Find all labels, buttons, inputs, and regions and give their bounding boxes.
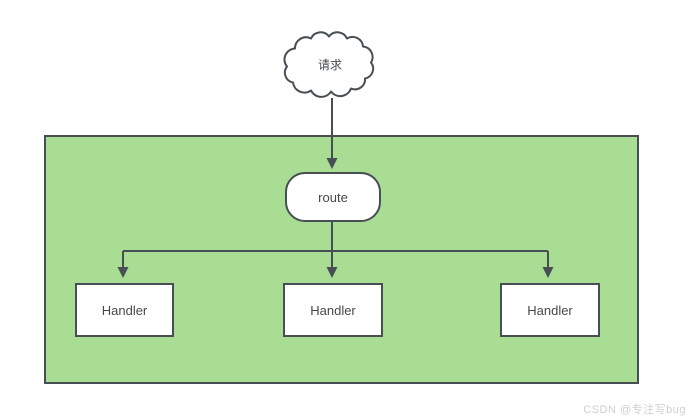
- handler-label: Handler: [527, 302, 573, 318]
- handler-node-1: Handler: [75, 283, 174, 337]
- handler-label: Handler: [310, 302, 356, 318]
- cloud-node-request: 请求: [281, 28, 379, 100]
- handler-label: Handler: [101, 302, 148, 318]
- cloud-label: 请求: [317, 57, 342, 72]
- route-node: route: [285, 172, 381, 222]
- cloud-shape-icon: [283, 31, 375, 98]
- watermark: CSDN @专注写bug: [583, 404, 686, 416]
- handler-node-3: Handler: [500, 283, 600, 337]
- handler-node-2: Handler: [283, 283, 383, 337]
- route-label: route: [318, 189, 348, 205]
